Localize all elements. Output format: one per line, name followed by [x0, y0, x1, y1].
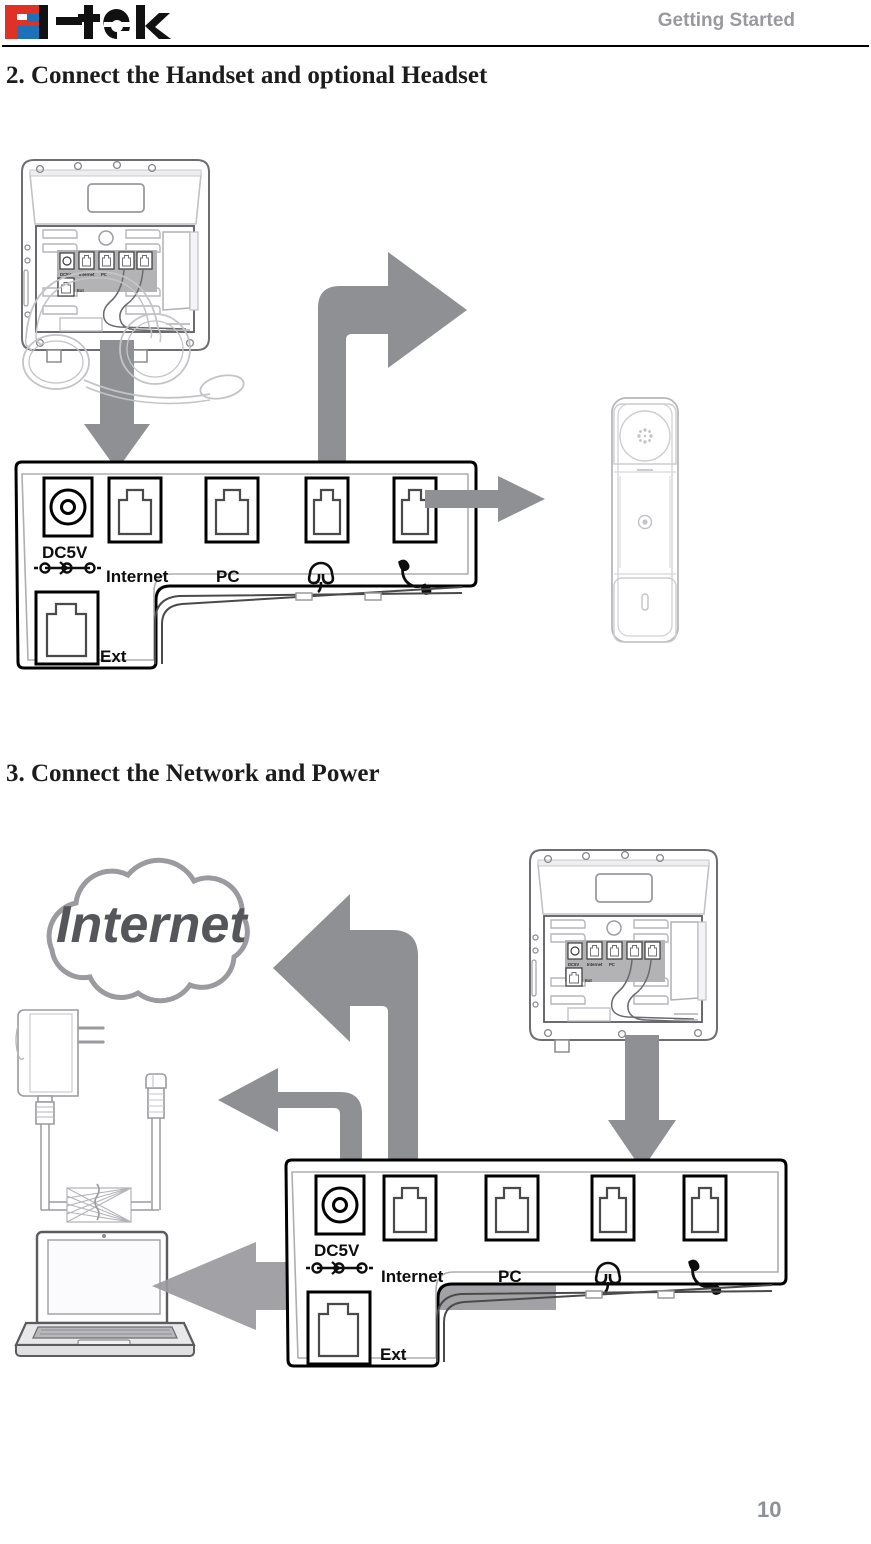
headset-port-icon [594, 1261, 622, 1294]
header-divider [2, 45, 869, 47]
arrow-phone-to-panel [608, 1035, 676, 1170]
laptop [14, 1230, 196, 1357]
svg-text:Ext: Ext [77, 288, 84, 293]
arrow-handset-port-to-handset [425, 476, 545, 522]
svg-text:PC: PC [101, 272, 107, 277]
svg-text:DC5V: DC5V [60, 272, 71, 277]
handset [611, 397, 679, 643]
page-number: 10 [757, 1497, 782, 1522]
internet-cloud-label: Internet [56, 896, 249, 954]
arrow-internet-port-to-cloud [273, 894, 418, 1160]
arrow-phone-to-panel [84, 340, 150, 470]
port-panel: DC5V Internet PC Ext [14, 460, 478, 670]
port-label-pc: PC [216, 567, 240, 586]
headset [22, 270, 245, 405]
headset-port-icon [307, 561, 335, 594]
port-label-internet: Internet [381, 1267, 444, 1286]
port-label-dc5v: DC5V [314, 1241, 360, 1260]
svg-text:Internet: Internet [587, 962, 603, 967]
port-label-internet: Internet [106, 567, 169, 586]
port-label-pc: PC [498, 1267, 522, 1286]
htek-logo-mark-icon [5, 5, 48, 39]
htek-logo-wordmark [56, 5, 171, 40]
header-title: Getting Started [657, 10, 795, 31]
port-label-ext: Ext [100, 647, 127, 666]
arrow-dc5v-port-to-adapter [218, 1068, 362, 1160]
internet-cloud: Internet [46, 857, 250, 1004]
port-panel: DC5V Internet PC Ext [284, 1158, 788, 1368]
port-label-dc5v: DC5V [42, 543, 88, 562]
section-heading-connect-handset-headset: 2. Connect the Handset and optional Head… [6, 62, 488, 89]
svg-text:Internet: Internet [79, 272, 95, 277]
handset-headset-connection-diagram: DC5V Internet PC Ext [0, 140, 871, 690]
network-power-connection-diagram: Internet [0, 830, 871, 1390]
power-adapter [15, 1009, 167, 1223]
section-heading-connect-network-power: 3. Connect the Network and Power [6, 760, 380, 787]
port-label-ext: Ext [380, 1345, 407, 1364]
phone-back-view: DC5V Internet PC Ext [21, 159, 210, 363]
svg-text:DC5V: DC5V [568, 962, 579, 967]
phone-back-view: DC5V Internet PC Ext [529, 849, 718, 1053]
svg-text:PC: PC [609, 962, 615, 967]
arrow-headset-port-to-headset [318, 252, 467, 462]
svg-text:Ext: Ext [585, 978, 592, 983]
page-header: Getting Started [0, 0, 871, 47]
